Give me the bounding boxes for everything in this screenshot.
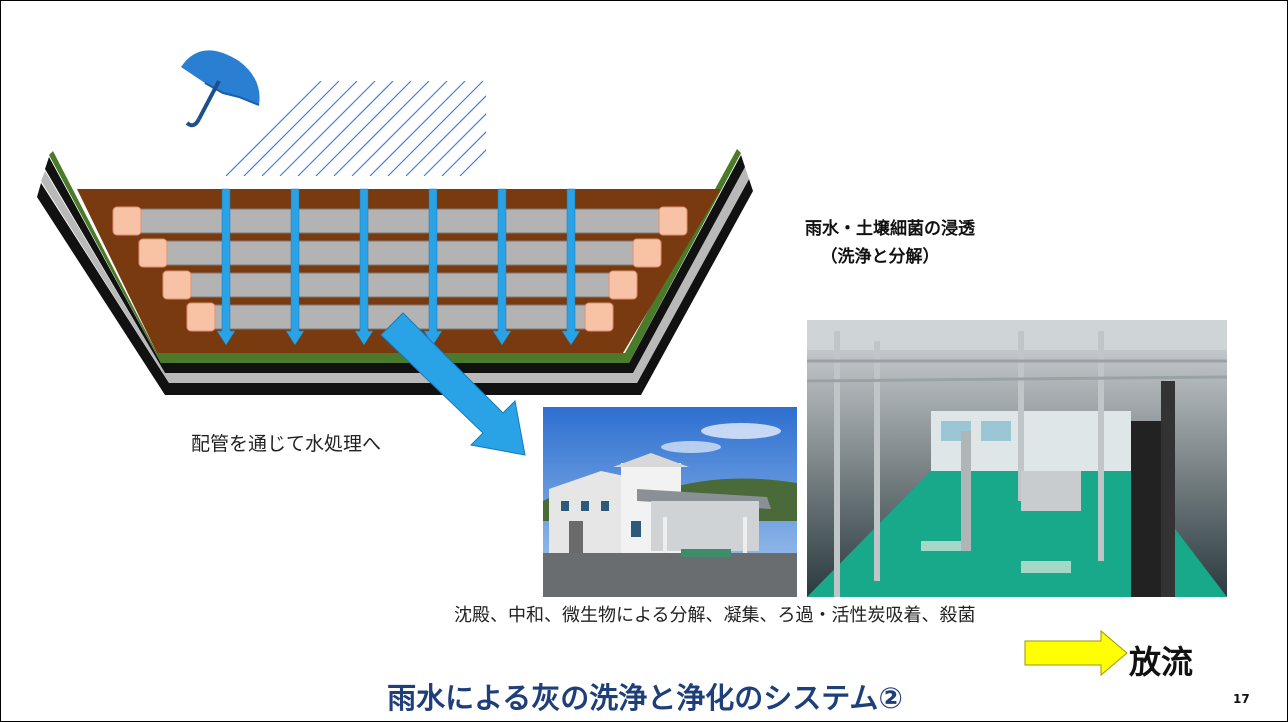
pipe-end-caps [112, 206, 688, 332]
umbrella-icon [181, 50, 260, 128]
rain-lines [226, 81, 486, 176]
infiltration-sublabel: （洗浄と分解） [820, 247, 940, 267]
right-arrow-icon [1024, 629, 1128, 677]
piping-label: 配管を通じて水処理へ [191, 433, 382, 455]
discharge-label: 放流 [1129, 643, 1194, 681]
facility-building-photo [543, 407, 797, 597]
infiltration-label: 雨水・土壌細菌の浸透 [805, 219, 975, 239]
page-number: 17 [1233, 692, 1250, 706]
infiltration-arrows [216, 188, 581, 346]
process-steps-label: 沈殿、中和、微生物による分解、凝集、ろ過・活性炭吸着、殺菌 [454, 605, 976, 626]
slide-title: 雨水による灰の洗浄と浄化のシステム② [387, 681, 903, 715]
flow-arrow-to-treatment [380, 312, 526, 456]
treatment-interior-photo [806, 320, 1228, 597]
